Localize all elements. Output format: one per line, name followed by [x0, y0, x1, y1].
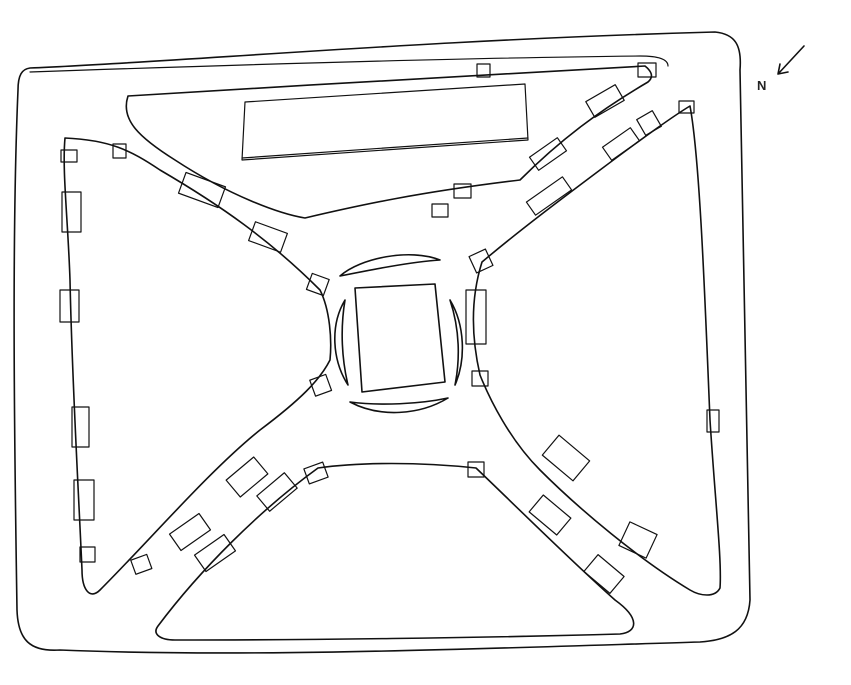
bench — [706, 409, 720, 433]
bench — [168, 512, 212, 552]
north-arrow-icon — [777, 45, 805, 75]
central-arc-bottom — [349, 397, 449, 414]
bench — [453, 183, 472, 199]
north-rect-inner-line — [241, 137, 529, 159]
bench — [309, 373, 333, 397]
bench — [601, 127, 641, 161]
bench — [73, 479, 95, 521]
top-lane — [29, 55, 669, 73]
benches — [59, 62, 720, 594]
bench — [467, 461, 485, 478]
north-label: N — [757, 78, 766, 93]
bench — [60, 149, 78, 163]
bench — [618, 521, 658, 559]
bench — [225, 456, 269, 498]
bench — [303, 461, 329, 485]
east-wing-outline — [472, 105, 722, 596]
bench — [528, 494, 572, 536]
bench — [525, 176, 573, 216]
bench — [476, 63, 491, 78]
bench — [637, 62, 657, 78]
west-wing-outline — [63, 137, 332, 595]
central-arc-top — [339, 254, 441, 277]
north-wing-outline — [125, 65, 653, 219]
bench — [636, 110, 662, 136]
bench — [59, 289, 80, 323]
north-arrow: N — [757, 45, 805, 93]
bench — [130, 553, 153, 575]
bench — [112, 143, 127, 159]
bench — [61, 191, 82, 233]
central-arc-left — [334, 299, 349, 386]
north-rectangle — [241, 83, 529, 161]
bench — [678, 100, 695, 114]
bench — [431, 203, 449, 218]
bench — [193, 533, 237, 573]
bench — [465, 289, 487, 345]
bench — [305, 272, 330, 297]
bench — [471, 370, 489, 387]
south-wing-outline — [155, 462, 635, 641]
bench — [79, 546, 96, 563]
bench — [541, 434, 591, 482]
bench — [71, 406, 90, 448]
bench — [585, 84, 625, 118]
bench — [583, 554, 625, 594]
bench — [468, 248, 494, 274]
central-arc-right — [449, 299, 464, 386]
central-square — [354, 283, 446, 393]
outer-boundary — [13, 31, 751, 654]
bench — [248, 221, 288, 253]
bench — [256, 472, 298, 512]
bench — [528, 137, 568, 171]
bench — [177, 171, 227, 209]
